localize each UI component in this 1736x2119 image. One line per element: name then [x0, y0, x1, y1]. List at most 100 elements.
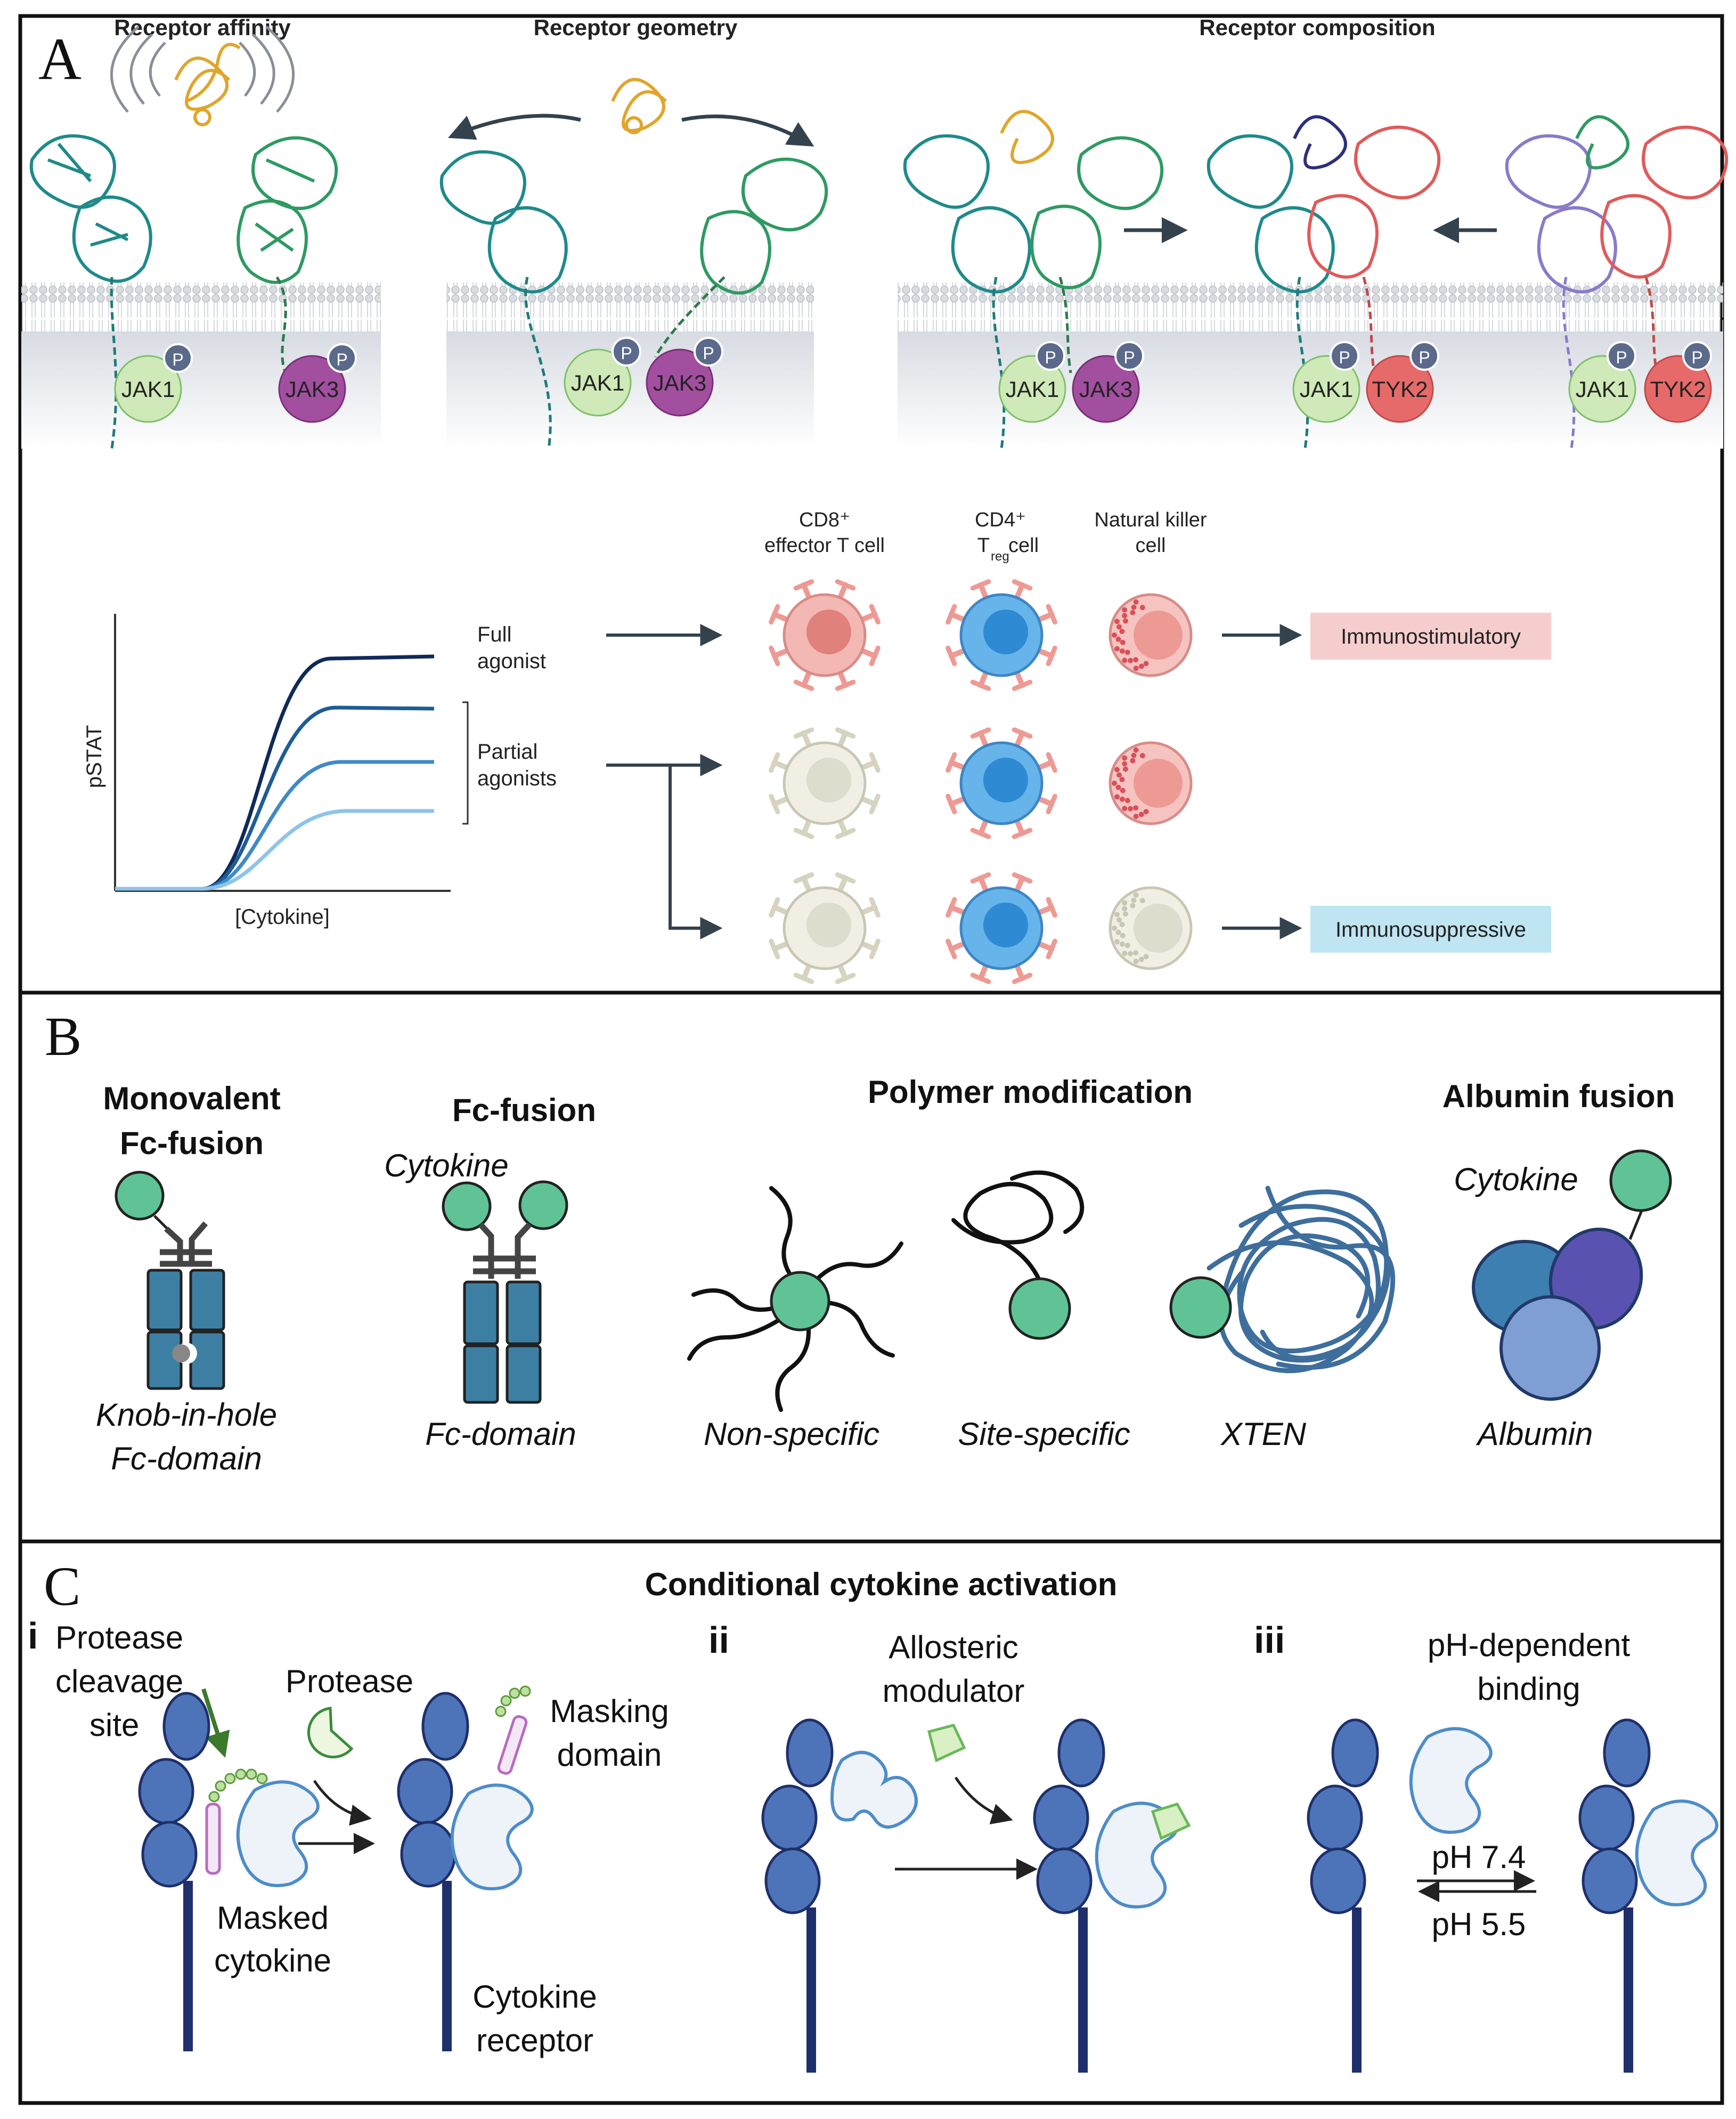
masked-cytokine-receptor [138, 1692, 320, 2051]
nk-cell [1109, 593, 1193, 677]
tyk2-kinase: TYK2 [1366, 355, 1434, 423]
phospho-badge: P [694, 337, 723, 367]
cytokine-icon [611, 78, 667, 134]
masked-cytokine-label: Masked [217, 1900, 329, 1936]
cytokine-icon [1169, 1276, 1232, 1339]
non-specific-polymer-diagram [687, 1186, 903, 1412]
fc-fusion-diagram [442, 1180, 568, 1404]
protease-cleavage-label: site [89, 1707, 139, 1743]
albumin-caption: Albumin [1476, 1416, 1593, 1452]
masked-cytokine-label: cytokine [214, 1943, 331, 1978]
cytokine-icon [1609, 1149, 1672, 1212]
site-specific-caption: Site-specific [958, 1416, 1130, 1452]
svg-text:P: P [1691, 348, 1702, 367]
svg-text:P: P [1045, 348, 1056, 367]
cytokine-icon [174, 43, 241, 126]
curved-arrow-left [447, 113, 581, 140]
masking-domain-label: Masking [550, 1693, 669, 1729]
monovalent-title: Fc-fusion [120, 1125, 264, 1161]
cell-grid [769, 579, 1193, 984]
panel-c-title: Conditional cytokine activation [645, 1566, 1118, 1602]
nk-cell [1109, 741, 1193, 825]
tether-line [654, 276, 726, 358]
cd8-t-cell [769, 579, 881, 691]
cytokine-icon [1635, 1799, 1718, 1906]
polymer-title: Polymer modification [868, 1074, 1193, 1110]
heading-receptor-composition: Receptor composition [1199, 15, 1435, 40]
protease-cleavage-label: Protease [55, 1620, 183, 1655]
ph-low-label: pH 5.5 [1432, 1906, 1526, 1942]
sound-wave-icon [110, 26, 295, 113]
cd8-t-cell [769, 727, 881, 839]
svg-text:Immunostimulatory: Immunostimulatory [1341, 625, 1521, 648]
svg-text:JAK3: JAK3 [286, 377, 339, 402]
receptor-alpha-icon [29, 134, 152, 283]
cd8-header: effector T cell [764, 534, 885, 557]
svg-text:JAK1: JAK1 [1300, 377, 1353, 402]
phospho-badge: P [1409, 341, 1439, 371]
heading-receptor-affinity: Receptor affinity [114, 15, 291, 40]
receptor-geometry-illustration [439, 78, 828, 449]
svg-text:JAK1: JAK1 [1006, 377, 1059, 402]
svg-text:P: P [1339, 348, 1350, 367]
receptor-with-active-cytokine [1033, 1718, 1191, 2073]
svg-text:P: P [336, 350, 347, 369]
phospho-badge: P [1036, 341, 1065, 371]
svg-text:JAK3: JAK3 [1079, 377, 1132, 402]
jak1-kinase: JAK1 [998, 355, 1066, 423]
phospho-badge: P [612, 337, 641, 367]
tether-line [275, 276, 289, 379]
treg-header: T [977, 534, 990, 557]
panel-a-letter: A [38, 26, 81, 92]
masking-domain-icon [497, 1715, 528, 1775]
subpanel-ii-numeral: ii [708, 1619, 729, 1661]
arrow-partial-branch [669, 765, 723, 939]
membrane-affinity [21, 282, 381, 449]
tether-line [524, 277, 552, 449]
phospho-badge: P [1114, 341, 1144, 371]
receptor-gamma-icon [700, 157, 828, 295]
jak1-kinase: JAK1 [1292, 355, 1360, 423]
masking-domain-label: domain [557, 1737, 662, 1773]
ph-high-label: pH 7.4 [1432, 1839, 1526, 1875]
receptor-gamma-icon [237, 136, 338, 284]
receptor-affinity-illustration [29, 26, 338, 449]
svg-text:P: P [1616, 348, 1627, 367]
tether-line [110, 277, 118, 449]
dose-response-chart: pSTAT [Cytokine] [83, 614, 451, 929]
albumin-fusion-diagram [1472, 1149, 1672, 1401]
svg-text:JAK3: JAK3 [653, 370, 706, 395]
xten-polymer-diagram [1169, 1186, 1396, 1374]
cytokine-receptor-label: receptor [476, 2023, 593, 2058]
subpanel-iii-numeral: iii [1254, 1619, 1285, 1661]
partial-agonists-label: Partial [477, 740, 537, 764]
receptor-composition-illustration [903, 110, 1729, 449]
partial-agonist-curve [115, 760, 434, 891]
monovalent-fc-fusion-diagram [115, 1171, 225, 1390]
fc-cytokine-label: Cytokine [384, 1148, 508, 1183]
linker-icon [495, 1685, 531, 1717]
immunostimulatory-badge: Immunostimulatory [1310, 613, 1551, 660]
protease-icon [307, 1707, 354, 1759]
phospho-badge: P [1682, 341, 1712, 371]
partial-agonist-curve [115, 705, 435, 891]
heading-receptor-geometry: Receptor geometry [534, 15, 738, 40]
svg-text:P: P [621, 344, 632, 363]
curved-arrow-right [681, 114, 814, 147]
full-agonist-label: agonist [477, 649, 546, 673]
jak1-kinase: JAK1 [114, 355, 182, 423]
jak3-kinase: JAK3 [646, 348, 714, 417]
ph-dependent-label: binding [1477, 1671, 1580, 1707]
svg-text:P: P [172, 350, 183, 369]
jak1-kinase: JAK1 [1568, 355, 1636, 423]
tyk2-kinase: TYK2 [1644, 355, 1712, 423]
panel-b-letter: B [45, 1006, 81, 1067]
cytokine-icon [518, 1180, 568, 1230]
subpanel-i-numeral: i [28, 1615, 38, 1657]
svg-text:JAK1: JAK1 [1576, 377, 1629, 402]
cytokine-icon [236, 1780, 320, 1887]
receptor-unbound [1307, 1718, 1379, 2073]
cytokine-icon [450, 1783, 534, 1890]
cytokine-icon [770, 1271, 830, 1332]
